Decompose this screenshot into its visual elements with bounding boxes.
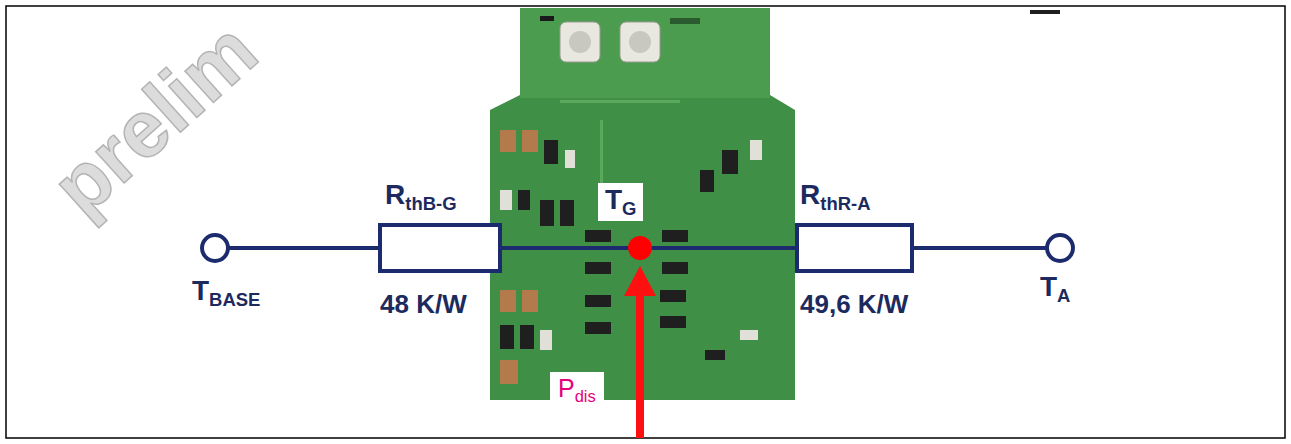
watermark: prelim (36, 6, 273, 232)
node-temperature-label: TG (598, 183, 643, 221)
power-label: Pdis (550, 372, 604, 408)
resistor-symbol (380, 225, 500, 271)
resistor-label-text: R (800, 179, 820, 210)
subscript: dis (575, 387, 596, 405)
subscript: A (1057, 285, 1070, 306)
subscript: thR-A (820, 193, 870, 214)
wire (228, 246, 380, 250)
terminal-circle (202, 235, 228, 261)
smd-diodes (1030, 10, 1060, 14)
node-temperature-label-text: T (605, 184, 622, 215)
resistor-label-text: R (385, 179, 405, 210)
wire (912, 246, 1047, 250)
terminal-label-text: T (192, 275, 209, 306)
terminal-label-text: T (1040, 271, 1057, 302)
subscript: BASE (209, 289, 260, 310)
frame (6, 6, 1285, 438)
terminal-label: TBASE (192, 276, 260, 310)
power-arrow (624, 266, 656, 438)
thermal-network (202, 225, 1073, 271)
resistance-value-text: 48 K/W (380, 289, 467, 319)
resistance-value: 49,6 K/W (800, 290, 908, 319)
terminal-label: TA (1040, 272, 1070, 306)
heat-node-dot (628, 236, 652, 260)
terminal-circle (1047, 235, 1073, 261)
resistor-symbol (797, 225, 912, 271)
watermark-text: prelim (35, 5, 273, 232)
power-label-text: P (558, 374, 575, 402)
subscript: thB-G (405, 193, 456, 214)
resistance-value: 48 K/W (380, 290, 467, 319)
resistor-label: RthB-G (385, 180, 457, 214)
resistance-value-text: 49,6 K/W (800, 289, 908, 319)
resistor-label: RthR-A (800, 180, 871, 214)
subscript: G (622, 198, 636, 219)
